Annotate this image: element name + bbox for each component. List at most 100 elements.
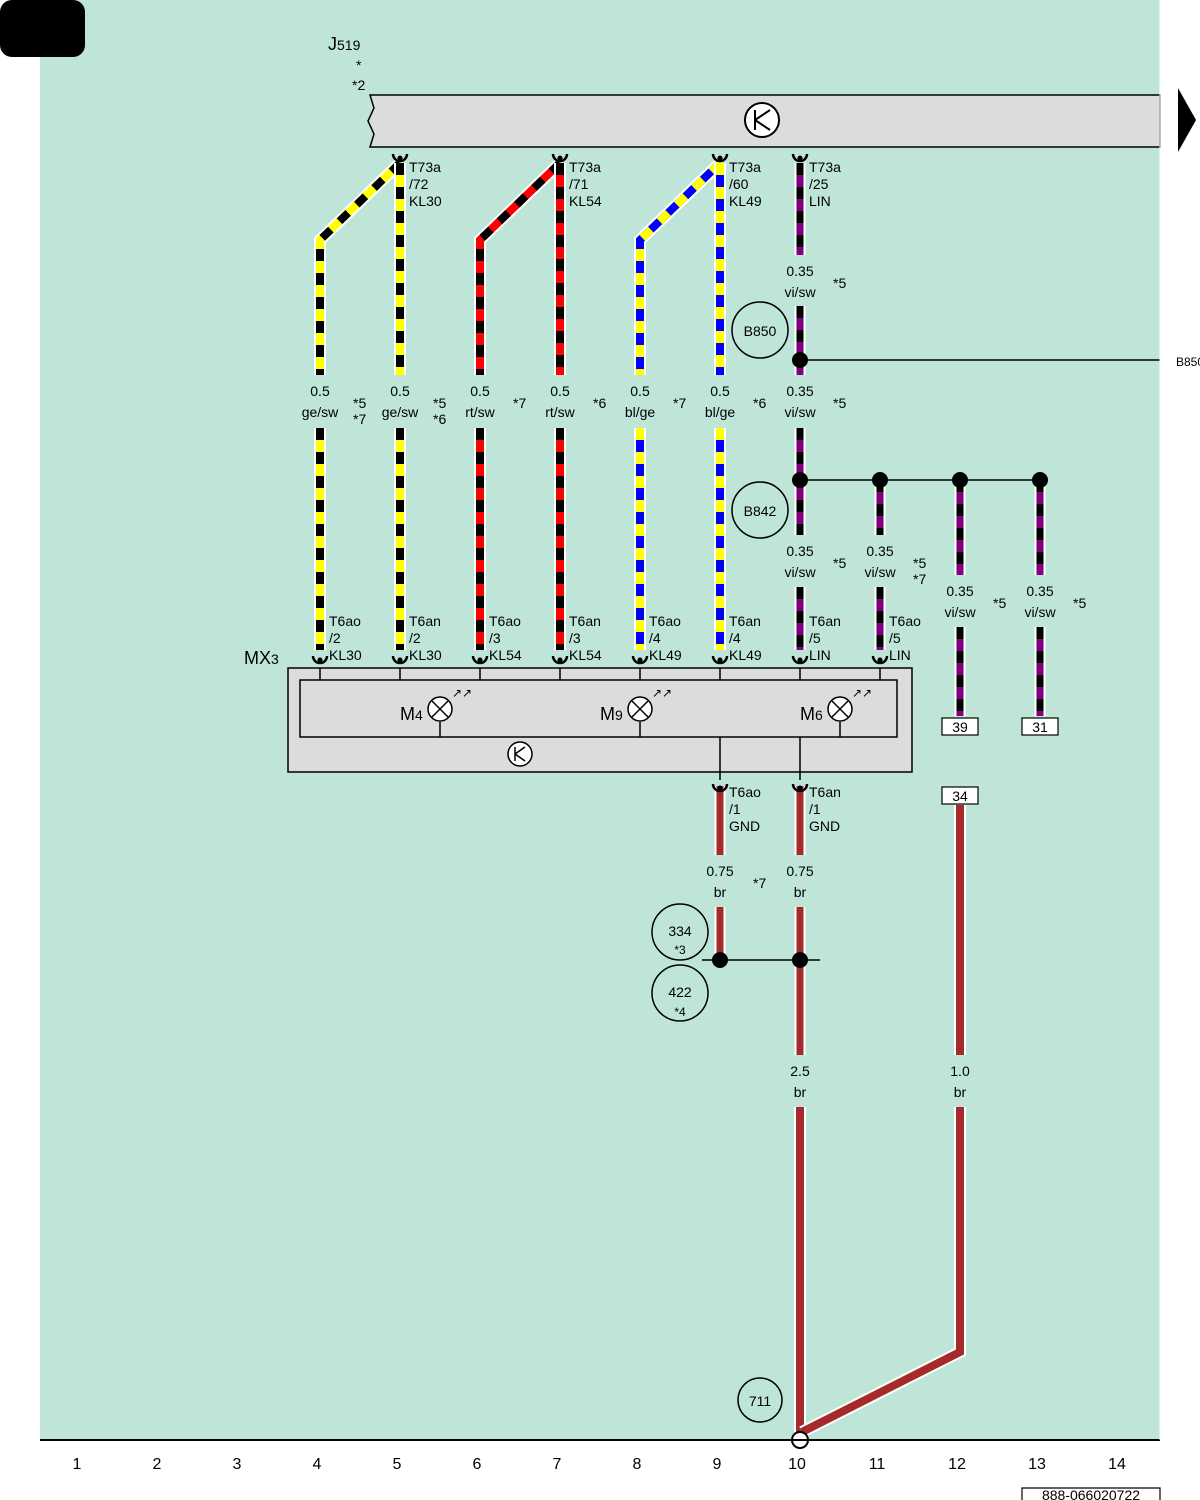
control-unit-name: J519 bbox=[328, 34, 361, 54]
column-number: 2 bbox=[153, 1456, 162, 1473]
wire-label: 0.5 bl/ge *7 bbox=[625, 383, 687, 420]
pin-number: /3 bbox=[489, 630, 501, 646]
wire-color: bl/ge bbox=[705, 404, 736, 420]
light-rays-icon: ↗↗ bbox=[452, 686, 472, 700]
wire-labels: 0.5ge/sw*5*70.5ge/sw*5*60.5rt/sw*70.5rt/… bbox=[302, 263, 1087, 1100]
document-id: 888-066020722 bbox=[1021, 1487, 1161, 1500]
pin-number: /5 bbox=[889, 630, 901, 646]
wire-note: *6 bbox=[593, 395, 606, 411]
pin-function: KL49 bbox=[649, 647, 682, 663]
connector-pin-icon bbox=[631, 655, 649, 665]
wire-note: *5 bbox=[833, 395, 846, 411]
pin-connector: T73a bbox=[569, 159, 601, 175]
column-number: 7 bbox=[553, 1456, 562, 1473]
wire-color: vi/sw bbox=[784, 564, 816, 580]
wire-note: *5 bbox=[833, 555, 846, 571]
pin-number: /2 bbox=[409, 630, 421, 646]
wire-note: *6 bbox=[753, 395, 766, 411]
wire-color: vi/sw bbox=[1024, 604, 1056, 620]
pin-number: /2 bbox=[329, 630, 341, 646]
wire-color: br bbox=[954, 1084, 967, 1100]
wire-color: rt/sw bbox=[465, 404, 495, 420]
wire-color: vi/sw bbox=[944, 604, 976, 620]
wire-br bbox=[799, 1107, 966, 1438]
wire-note: *5 bbox=[993, 595, 1006, 611]
lamp-label: M9 bbox=[600, 704, 623, 724]
control-unit-note-star: * bbox=[356, 57, 362, 73]
pin-number: /1 bbox=[809, 801, 821, 817]
pin-function: KL49 bbox=[729, 193, 762, 209]
wire-size: 0.5 bbox=[710, 383, 730, 399]
pin-number: /25 bbox=[809, 176, 829, 192]
svg-text:*4: *4 bbox=[674, 1005, 686, 1019]
connector-pin-icon bbox=[791, 655, 809, 665]
splice-dot bbox=[1032, 472, 1048, 488]
splice-dot bbox=[792, 472, 808, 488]
wire-note: *5 bbox=[433, 395, 446, 411]
pin-function: KL54 bbox=[569, 647, 602, 663]
pin-connector: T6ao bbox=[729, 784, 761, 800]
wire-size: 0.75 bbox=[786, 863, 813, 879]
pin-connector: T6ao bbox=[889, 613, 921, 629]
pin-connector: T73a bbox=[729, 159, 761, 175]
connector-pin-icon bbox=[791, 783, 809, 793]
pin-number: /4 bbox=[729, 630, 741, 646]
wire-color: bl/ge bbox=[625, 404, 656, 420]
wire-note: *7 bbox=[673, 395, 686, 411]
svg-text:*3: *3 bbox=[674, 943, 686, 957]
wire-size: 0.35 bbox=[946, 583, 973, 599]
ground-point-711: 711 bbox=[737, 1377, 783, 1423]
wire-size: 0.5 bbox=[630, 383, 650, 399]
wire-size: 2.5 bbox=[790, 1063, 810, 1079]
connector-pin-icon bbox=[551, 655, 569, 665]
wire-ge-sw bbox=[314, 158, 405, 375]
pin-function: LIN bbox=[889, 647, 911, 663]
pin-connector: T6an bbox=[409, 613, 441, 629]
lamp-label: M4 bbox=[400, 704, 423, 724]
splice-dot bbox=[712, 952, 728, 968]
svg-text:31: 31 bbox=[1032, 719, 1048, 735]
wire-color: ge/sw bbox=[302, 404, 339, 420]
wire-color: br bbox=[794, 884, 807, 900]
pin-number: /71 bbox=[569, 176, 589, 192]
lamp-m4: ↗↗ M4 bbox=[400, 686, 472, 724]
pin-function: KL54 bbox=[489, 647, 522, 663]
page-tab-marker bbox=[0, 0, 85, 57]
module-mx3 bbox=[287, 667, 913, 773]
svg-text:B850: B850 bbox=[744, 323, 777, 339]
wire-size: 0.5 bbox=[470, 383, 490, 399]
lamp-m6: ↗↗ M6 bbox=[800, 686, 872, 724]
pin-number: /1 bbox=[729, 801, 741, 817]
lamp-m9: ↗↗ M9 bbox=[600, 686, 672, 724]
module-name: MX3 bbox=[244, 648, 279, 668]
pin-function: KL54 bbox=[569, 193, 602, 209]
column-number: 3 bbox=[233, 1456, 242, 1473]
pin-connector: T6ao bbox=[329, 613, 361, 629]
wire-size: 0.35 bbox=[866, 543, 893, 559]
wire-size: 0.35 bbox=[786, 263, 813, 279]
pin-connector: T6an bbox=[809, 613, 841, 629]
pin-connector: T6an bbox=[569, 613, 601, 629]
wire-label: 0.5rt/sw*6 bbox=[545, 383, 606, 420]
wire-note: *5 bbox=[353, 395, 366, 411]
svg-text:334: 334 bbox=[668, 923, 692, 939]
splice-b842: B842 bbox=[731, 481, 789, 539]
wire-bl-ge bbox=[634, 158, 725, 375]
edge-reference: B850 bbox=[1176, 355, 1200, 369]
wire-size: 0.75 bbox=[706, 863, 733, 879]
wire-label: 0.35 vi/sw *5 bbox=[944, 583, 1006, 620]
light-rays-icon: ↗↗ bbox=[852, 686, 872, 700]
pin-number: /3 bbox=[569, 630, 581, 646]
column-number: 5 bbox=[393, 1456, 402, 1473]
